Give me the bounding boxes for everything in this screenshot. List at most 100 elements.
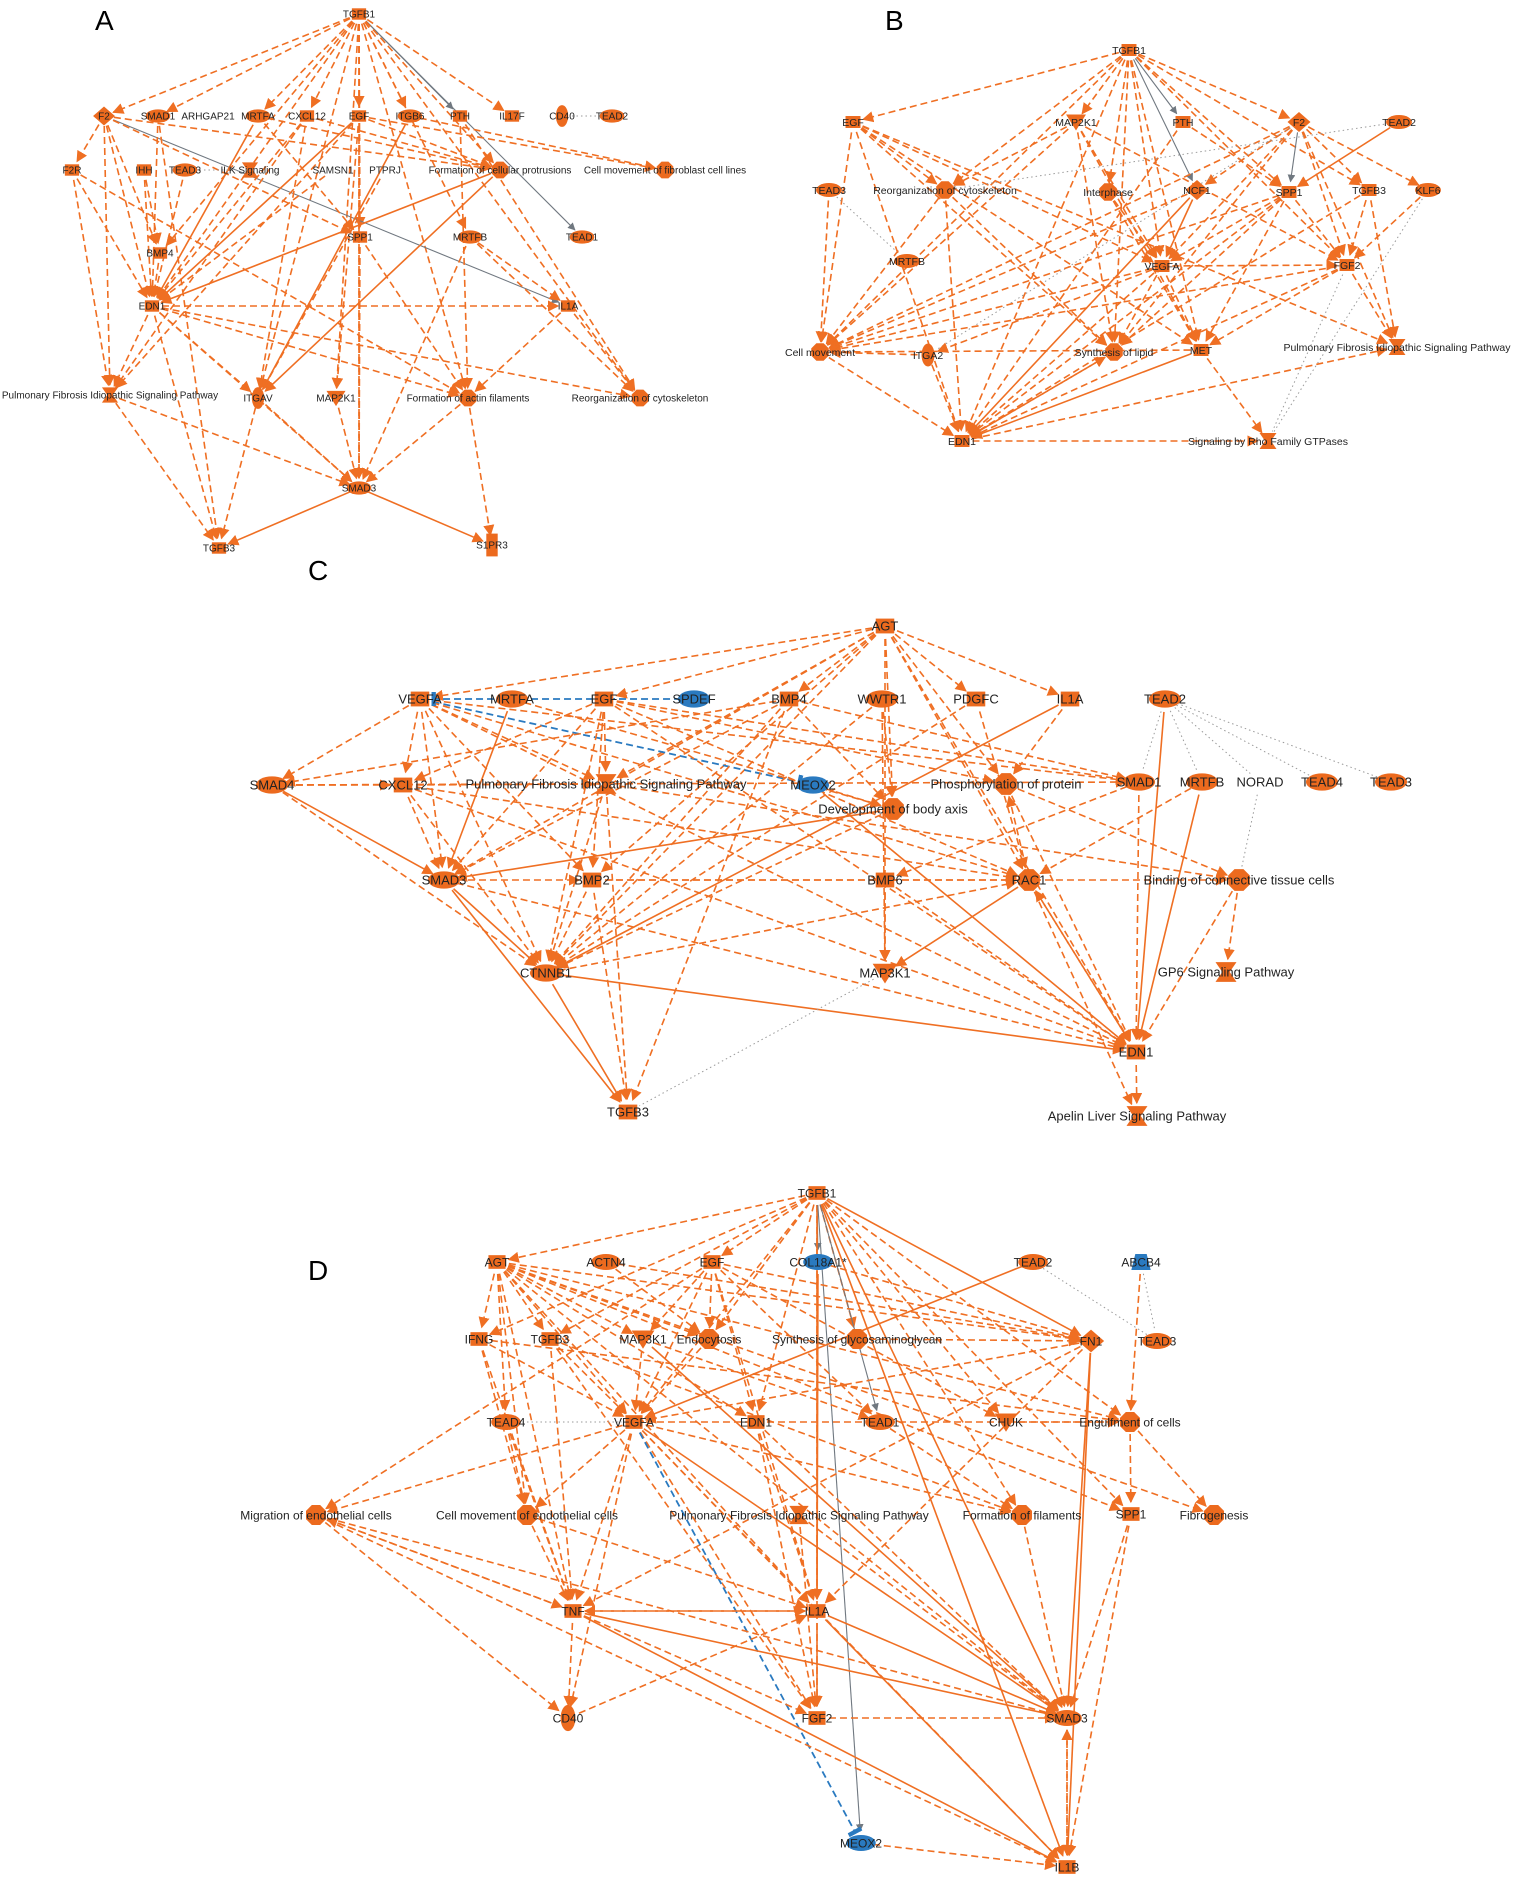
edge-bmp4-ctnnb1: [553, 708, 781, 965]
node-label: TEAD2: [1014, 1255, 1053, 1269]
node-shape-octagon: [1105, 343, 1123, 361]
node-shape-octagon: [1119, 1411, 1141, 1433]
node-shape-octagon: [1203, 1504, 1225, 1526]
node-shape-rect: [144, 300, 160, 312]
node-shape-octagon: [459, 389, 477, 407]
node-samsn1: SAMSN1: [312, 166, 354, 177]
edge-spp1-sol: [1120, 198, 1282, 346]
node-shape-rect: [779, 691, 799, 707]
node-f2: F2: [1287, 112, 1311, 132]
edge-meox2-il1b: [872, 1843, 1057, 1871]
node-shape-ellipse: [427, 871, 461, 889]
node-shape-rect: [808, 1604, 826, 1618]
edge-pfis-ctnnb1: [547, 796, 603, 962]
node-shape-ellipse: [255, 776, 289, 794]
edge-il1a-faf: [474, 312, 562, 393]
node-vegfa: VEGFA: [1144, 260, 1180, 273]
node-cm: Cell movement: [785, 343, 855, 361]
node-shape-octagon: [811, 343, 829, 361]
node-tead4: TEAD4: [1301, 773, 1343, 791]
node-pth: PTH: [1173, 116, 1194, 129]
node-label: IL1A: [1057, 692, 1084, 707]
node-map2k1: MAP2K1: [1055, 114, 1097, 131]
node-ape: Apelin Liver Signaling Pathway: [1048, 1106, 1227, 1126]
node-shape-ellipse: [1386, 115, 1412, 129]
edge-tgfb1-tead1: [819, 1204, 879, 1412]
edge-edn1-fgf2: [757, 1433, 819, 1708]
edge-map2k1-roc: [953, 126, 1068, 186]
edge-tgfb3-fgf2: [1347, 199, 1367, 257]
edge-tead1-fof: [889, 1427, 1013, 1510]
edge-tgfb1-mrtfa: [264, 20, 353, 110]
node-shape-rect: [393, 777, 413, 793]
node-shape-octagon: [846, 1328, 868, 1350]
node-label: Interphase: [1083, 187, 1133, 199]
edge-f2-edn1: [105, 125, 153, 298]
node-shape-octagon: [516, 1504, 538, 1526]
edge-agt-fib: [508, 1265, 1204, 1513]
edge-pth-roc: [464, 123, 636, 391]
node-shape-pathway: [1388, 339, 1406, 355]
edge-tgfb3-tnf: [550, 1350, 577, 1601]
node-label: NCF1: [1183, 185, 1211, 197]
node-label: TEAD4: [1301, 775, 1343, 790]
edge-int-vegfa: [1113, 199, 1157, 259]
edge-tgfb1-tead1: [365, 20, 576, 231]
edge-fcp-itgav: [264, 176, 494, 392]
edge-il1a-il1b: [824, 1619, 1060, 1860]
node-shape-rect: [594, 691, 614, 707]
node-label: SAMSN1: [312, 166, 354, 177]
node-tead2: TEAD2: [1144, 690, 1186, 708]
edge-vegfa-mec: [326, 1424, 623, 1515]
edge-tgfb1-roc: [952, 55, 1122, 185]
edge-rac1-ape: [1033, 891, 1133, 1106]
node-shape-ellipse: [172, 163, 198, 177]
edge-tgfb1-cm: [826, 56, 1123, 346]
node-spp1: SPP1: [1116, 1507, 1147, 1521]
edge-mec-smad3: [327, 1517, 1057, 1718]
node-edn1: EDN1: [948, 435, 976, 448]
edge-pdgfc-ctnnb1: [555, 705, 966, 967]
edge-tgfb1-spp1: [1136, 56, 1283, 186]
node-label: Cell movement of endothelial cells: [436, 1508, 618, 1522]
edge-egf-vegfa: [862, 125, 1154, 263]
edge-tead3-edn1: [151, 179, 184, 298]
edge-tgfb1-edn1: [157, 21, 354, 299]
edge-agt-cme: [497, 1273, 530, 1505]
node-bmp4: BMP4: [146, 247, 174, 260]
node-label: BMP4: [146, 249, 174, 260]
node-label: VEGFA: [398, 692, 442, 707]
node-shape-ellipse: [1374, 773, 1408, 791]
edge-map2k1-fgf2: [1084, 126, 1339, 261]
edge-map2k1-cm: [826, 128, 1069, 346]
edge-agt-tgfb3: [503, 1271, 544, 1331]
edge-agt-endo: [507, 1265, 699, 1337]
edge-agt-map3k1: [507, 1266, 634, 1335]
node-shape-ellipse: [245, 109, 271, 123]
edge-vegfa-fof: [645, 1424, 1012, 1516]
node-label: Pulmonary Fibrosis Idiopathic Signaling …: [1283, 342, 1511, 354]
node-shape-triangle: [872, 963, 898, 984]
node-shape-rect: [875, 618, 895, 634]
node-klf6: KLF6: [1415, 183, 1441, 197]
edge-wwtr1-ctnnb1: [555, 706, 873, 966]
node-rac1: RAC1: [1012, 869, 1046, 891]
edge-tnf-cd40: [563, 1622, 575, 1708]
edge-agt-fn1: [508, 1262, 1081, 1344]
edge-map2k1-vegfa: [1080, 130, 1158, 258]
node-shape-rect: [211, 542, 227, 554]
edge-klf6-rho: [1273, 198, 1423, 433]
edge-agt-ctnnb1: [554, 634, 877, 965]
edge-tgfb1-fcp: [365, 20, 495, 164]
node-pfis: Pulmonary Fibrosis Idiopathic Signaling …: [669, 1505, 929, 1525]
edge-tead2-vegfa: [644, 1265, 1023, 1419]
edge-ctnnb1-rac1: [558, 878, 1018, 972]
node-label: WWTR1: [857, 692, 906, 707]
node-shape-ellipse: [346, 481, 372, 495]
node-label: TEAD1: [861, 1415, 900, 1429]
node-roc: Reorganization of cytoskeleton: [572, 389, 708, 407]
edge-agt-tead4: [496, 1273, 511, 1412]
